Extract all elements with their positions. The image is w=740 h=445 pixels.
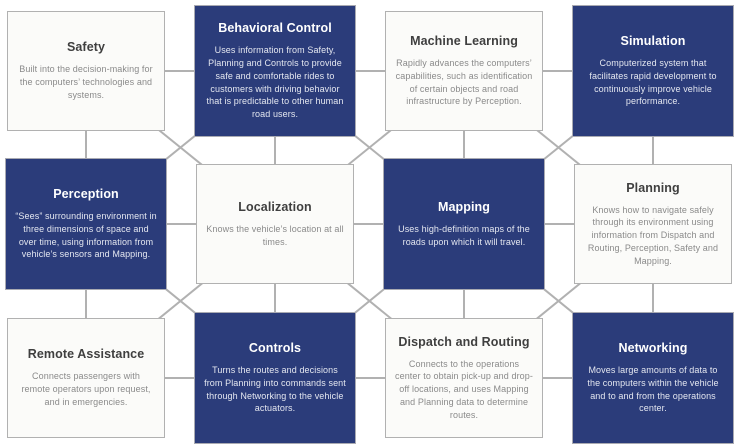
box-title: Networking <box>618 340 688 355</box>
box-text: Connects passengers with remote operator… <box>21 371 151 407</box>
box-title: Planning <box>626 180 680 195</box>
box-text: Turns the routes and decisions from Plan… <box>204 364 346 414</box>
box-title: Perception <box>53 186 119 201</box>
box-title: Simulation <box>620 33 686 48</box>
box-title: Behavioral Control <box>218 21 332 36</box>
box-text: Connects to the operations center to obt… <box>395 358 533 420</box>
diagram-box-perception: Perception “Sees” surrounding environment… <box>5 158 167 290</box>
box-title: Localization <box>238 199 312 214</box>
box-title: Machine Learning <box>410 33 518 48</box>
box-text: Uses high-definition maps of the roads u… <box>398 223 530 247</box>
box-text: Computerized system that facilitates rap… <box>589 57 717 107</box>
box-title: Controls <box>248 340 302 355</box>
box-text: Knows how to navigate safely through its… <box>587 204 719 266</box>
box-text: Built into the decision-making for the c… <box>19 64 153 100</box>
box-title: Safety <box>66 40 106 55</box>
box-text: “Sees” surrounding environment in three … <box>15 210 157 260</box>
box-text: Moves large amounts of data to the compu… <box>587 364 719 414</box>
box-text: Knows the vehicle’s location at all time… <box>206 223 344 247</box>
box-title: Remote Assistance <box>27 347 145 362</box>
box-text: Rapidly advances the computers’ capabili… <box>395 57 533 107</box>
box-title: Dispatch and Routing <box>398 334 530 349</box>
box-text: Uses information from Safety, Planning a… <box>206 45 344 120</box>
box-title: Mapping <box>437 199 491 214</box>
